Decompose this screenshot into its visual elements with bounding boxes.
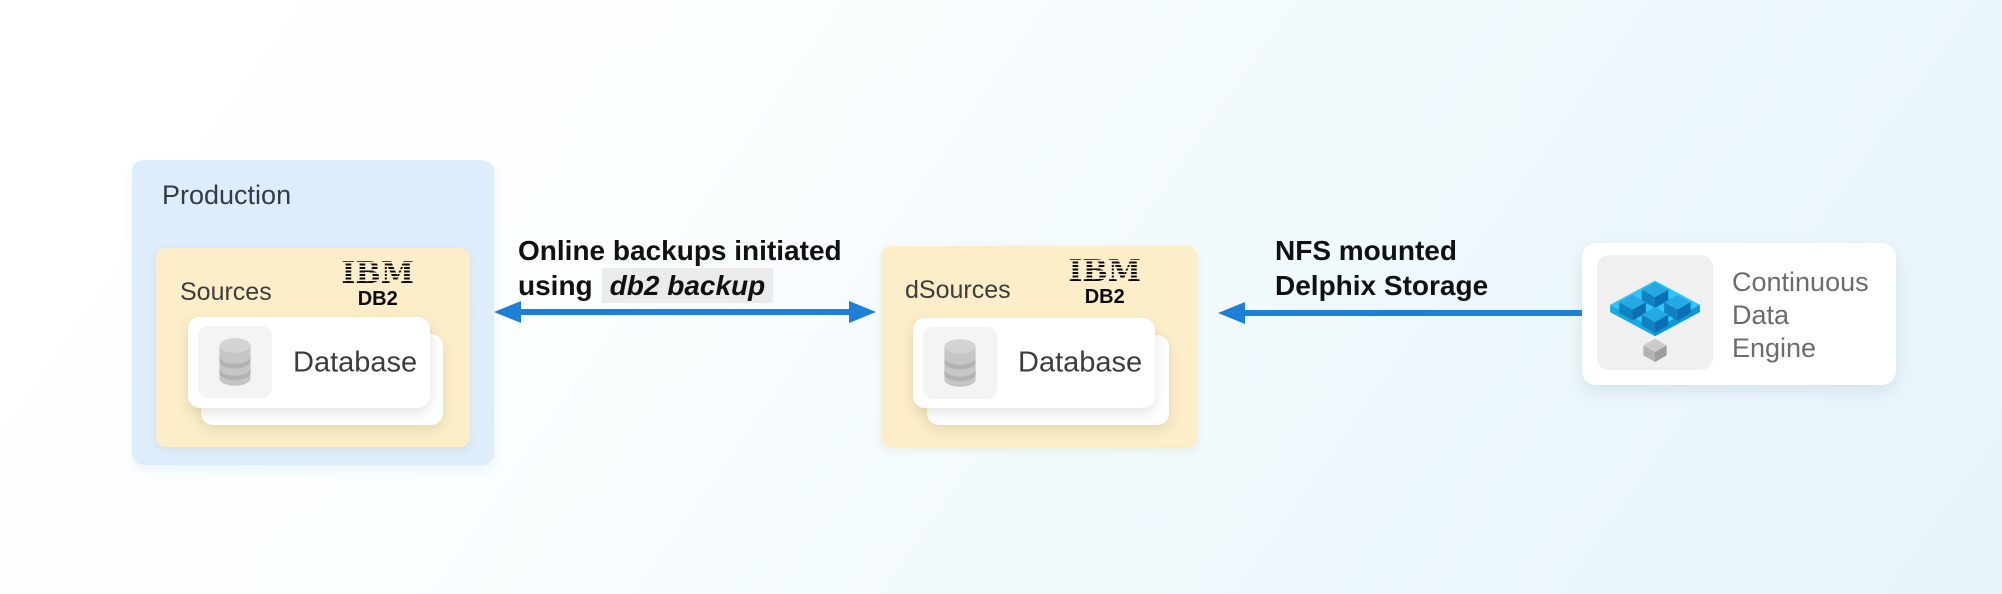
dsources-group: dSources IBM DB2 Database [881, 246, 1197, 447]
database-node: Database [188, 317, 430, 408]
backup-label-prefix: using [518, 270, 593, 301]
backup-double-arrow [494, 299, 876, 325]
production-label: Production [162, 180, 292, 210]
engine-label: Continuous Data Engine [1732, 267, 1869, 363]
backup-label-line1: Online backups initiated [518, 235, 842, 266]
backup-arrow-label: Online backups initiated using db2 backup [518, 233, 842, 303]
backup-label-line2: using db2 backup [518, 268, 842, 303]
database-node: Database [913, 318, 1155, 408]
nfs-label-line2: Delphix Storage [1275, 270, 1489, 301]
continuous-data-engine-node: Continuous Data Engine [1582, 243, 1896, 385]
database-cylinder-icon [198, 326, 272, 398]
sources-group: Sources IBM DB2 Database [156, 248, 470, 447]
ibm-wordmark: IBM [339, 256, 416, 291]
db2-label: DB2 [357, 288, 398, 310]
database-cylinder-icon [923, 327, 997, 399]
ibm-db2-logo: IBM DB2 [1066, 254, 1143, 308]
sources-label: Sources [180, 278, 272, 306]
ibm-db2-logo: IBM DB2 [339, 256, 416, 310]
nfs-left-arrow [1218, 300, 1586, 326]
nfs-label-line1: NFS mounted [1275, 235, 1457, 266]
delphix-engine-icon [1597, 255, 1713, 370]
database-label: Database [1018, 346, 1143, 379]
dsources-label: dSources [905, 276, 1011, 304]
production-group: Production Sources IBM DB2 Database [132, 160, 494, 465]
db2-label: DB2 [1084, 286, 1125, 308]
ibm-wordmark: IBM [1066, 254, 1143, 289]
database-label: Database [293, 346, 418, 378]
nfs-arrow-label: NFS mounted Delphix Storage [1275, 233, 1488, 303]
db2-backup-command-chip: db2 backup [601, 268, 774, 303]
